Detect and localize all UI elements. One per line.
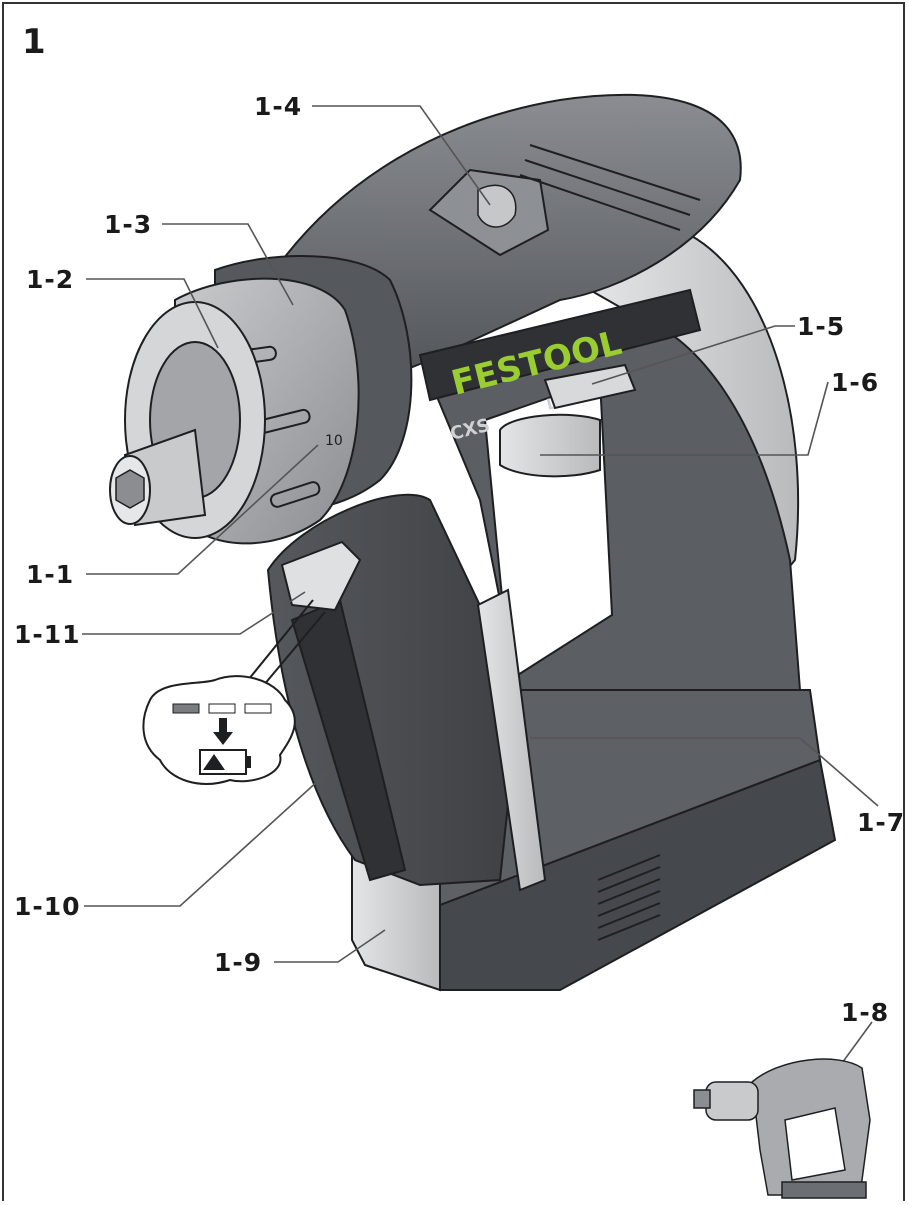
- reference-drill-thumbnail: [693, 1058, 871, 1199]
- callout-1-7: 1-7: [857, 808, 906, 837]
- leader-1-4: [312, 105, 491, 206]
- leader-1-2: [86, 278, 219, 349]
- leader-1-7: [530, 737, 879, 807]
- callout-1-11: 1-11: [14, 620, 81, 649]
- callout-1-5: 1-5: [797, 312, 846, 341]
- callout-1-10: 1-10: [14, 892, 81, 921]
- front-grip-insert: [476, 588, 547, 892]
- rotation-direction-switch: [543, 363, 637, 410]
- trigger-switch: [499, 413, 601, 478]
- low-battery-icon: [199, 749, 251, 775]
- leader-1-1: [86, 444, 319, 575]
- led-segments: [172, 703, 272, 714]
- callout-1-4: 1-4: [254, 92, 303, 121]
- bit-holder: [109, 428, 207, 527]
- callout-1-2: 1-2: [26, 265, 75, 294]
- battery-level-button: [280, 540, 362, 612]
- leader-1-5: [591, 325, 795, 385]
- logo-panel: [418, 288, 702, 402]
- leader-1-9: [274, 929, 386, 963]
- callout-1-3: 1-3: [104, 210, 153, 239]
- housing-vents: [519, 144, 701, 231]
- leader-1-6: [540, 381, 829, 456]
- torque-marking: 10: [325, 433, 343, 449]
- callout-1-6: 1-6: [831, 368, 880, 397]
- battery-indicator-inset: [142, 599, 326, 785]
- battery-vents: [597, 854, 661, 941]
- leader-1-3: [162, 223, 294, 306]
- down-arrow-icon: [213, 718, 233, 745]
- callout-1-8: 1-8: [841, 998, 890, 1027]
- leader-1-11: [82, 591, 306, 635]
- figure-number: 1: [22, 22, 46, 62]
- leader-1-10: [84, 769, 331, 907]
- callout-1-1: 1-1: [26, 560, 75, 589]
- callout-1-9: 1-9: [214, 948, 263, 977]
